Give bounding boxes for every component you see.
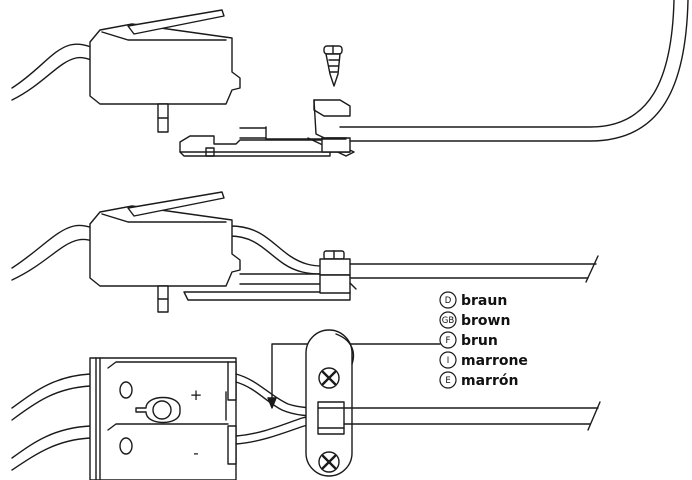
- middle-scene: [11, 191, 599, 313]
- language-code: GB: [442, 316, 455, 326]
- legend-label: brun: [461, 333, 498, 349]
- language-badge-icon: [439, 371, 457, 389]
- bottom-left-cables: [11, 373, 91, 471]
- legend-label: marrón: [461, 373, 518, 389]
- top-left-cable: [11, 43, 101, 101]
- language-code: I: [447, 356, 450, 366]
- legend-item-gb: GB brown: [439, 311, 510, 329]
- language-badge-icon: [439, 351, 457, 369]
- terminal-minus-sign: -: [193, 444, 198, 462]
- bottom-strain-relief: [305, 329, 355, 477]
- brown-wire-pointer: [267, 343, 441, 409]
- middle-cable-clamp: [319, 250, 357, 294]
- language-code: D: [445, 296, 452, 306]
- language-badge-icon: [439, 311, 457, 329]
- middle-base-plate: [183, 273, 351, 301]
- middle-switch-housing: [89, 191, 241, 313]
- legend-label: braun: [461, 293, 507, 309]
- bottom-terminal-block: [89, 357, 237, 480]
- top-cable-clamp: [307, 99, 355, 157]
- top-screw: [323, 45, 343, 87]
- middle-left-cable: [11, 224, 101, 281]
- language-badge-icon: [439, 291, 457, 309]
- top-base-plate: [179, 135, 351, 157]
- legend-label: brown: [461, 313, 510, 329]
- legend-label: marrone: [461, 353, 528, 369]
- top-switch-housing: [89, 9, 241, 133]
- middle-long-cable: [349, 255, 599, 283]
- middle-brown-wire: [229, 225, 323, 275]
- bottom-scene: + -: [11, 329, 601, 480]
- top-scene: [11, 0, 689, 157]
- bottom-long-cable: [343, 401, 601, 431]
- language-code: E: [445, 376, 450, 386]
- language-code: F: [446, 336, 451, 346]
- terminal-plus-sign: +: [190, 386, 203, 404]
- language-badge-icon: [439, 331, 457, 349]
- top-long-cable: [239, 0, 689, 142]
